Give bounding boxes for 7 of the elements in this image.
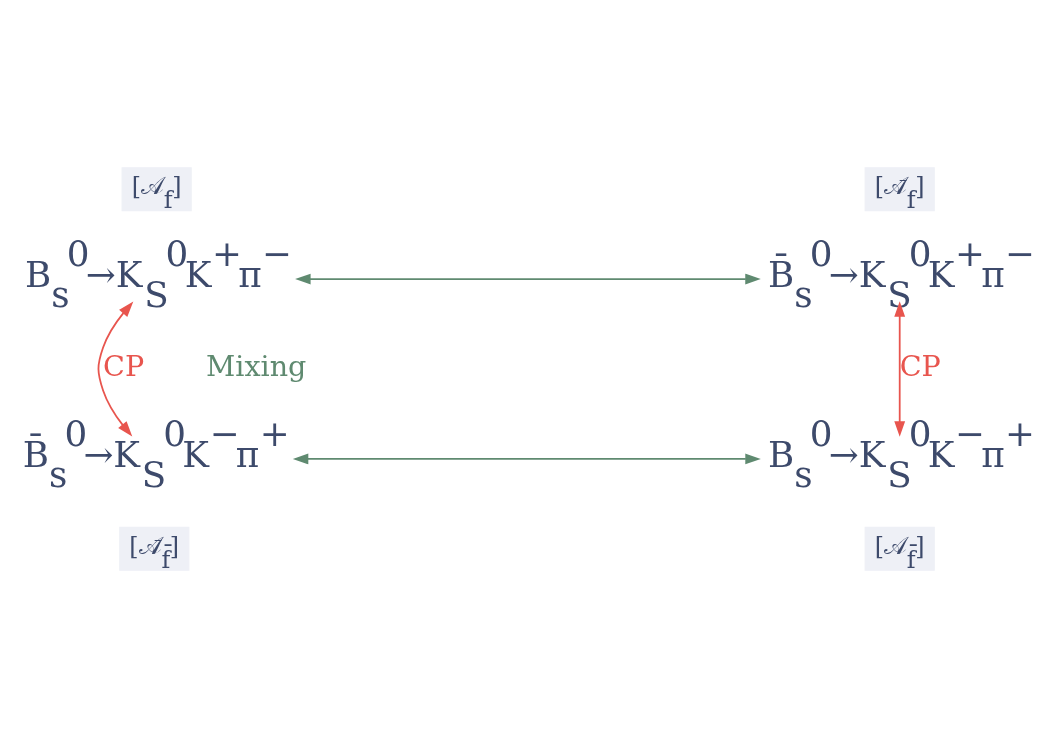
arrow	[894, 300, 906, 437]
arrow	[292, 452, 761, 464]
edge-label: CP	[899, 348, 941, 383]
arrow	[97, 301, 134, 437]
label: Mixing	[206, 348, 307, 383]
edge-label: CP	[103, 348, 145, 383]
arrow	[295, 273, 761, 285]
